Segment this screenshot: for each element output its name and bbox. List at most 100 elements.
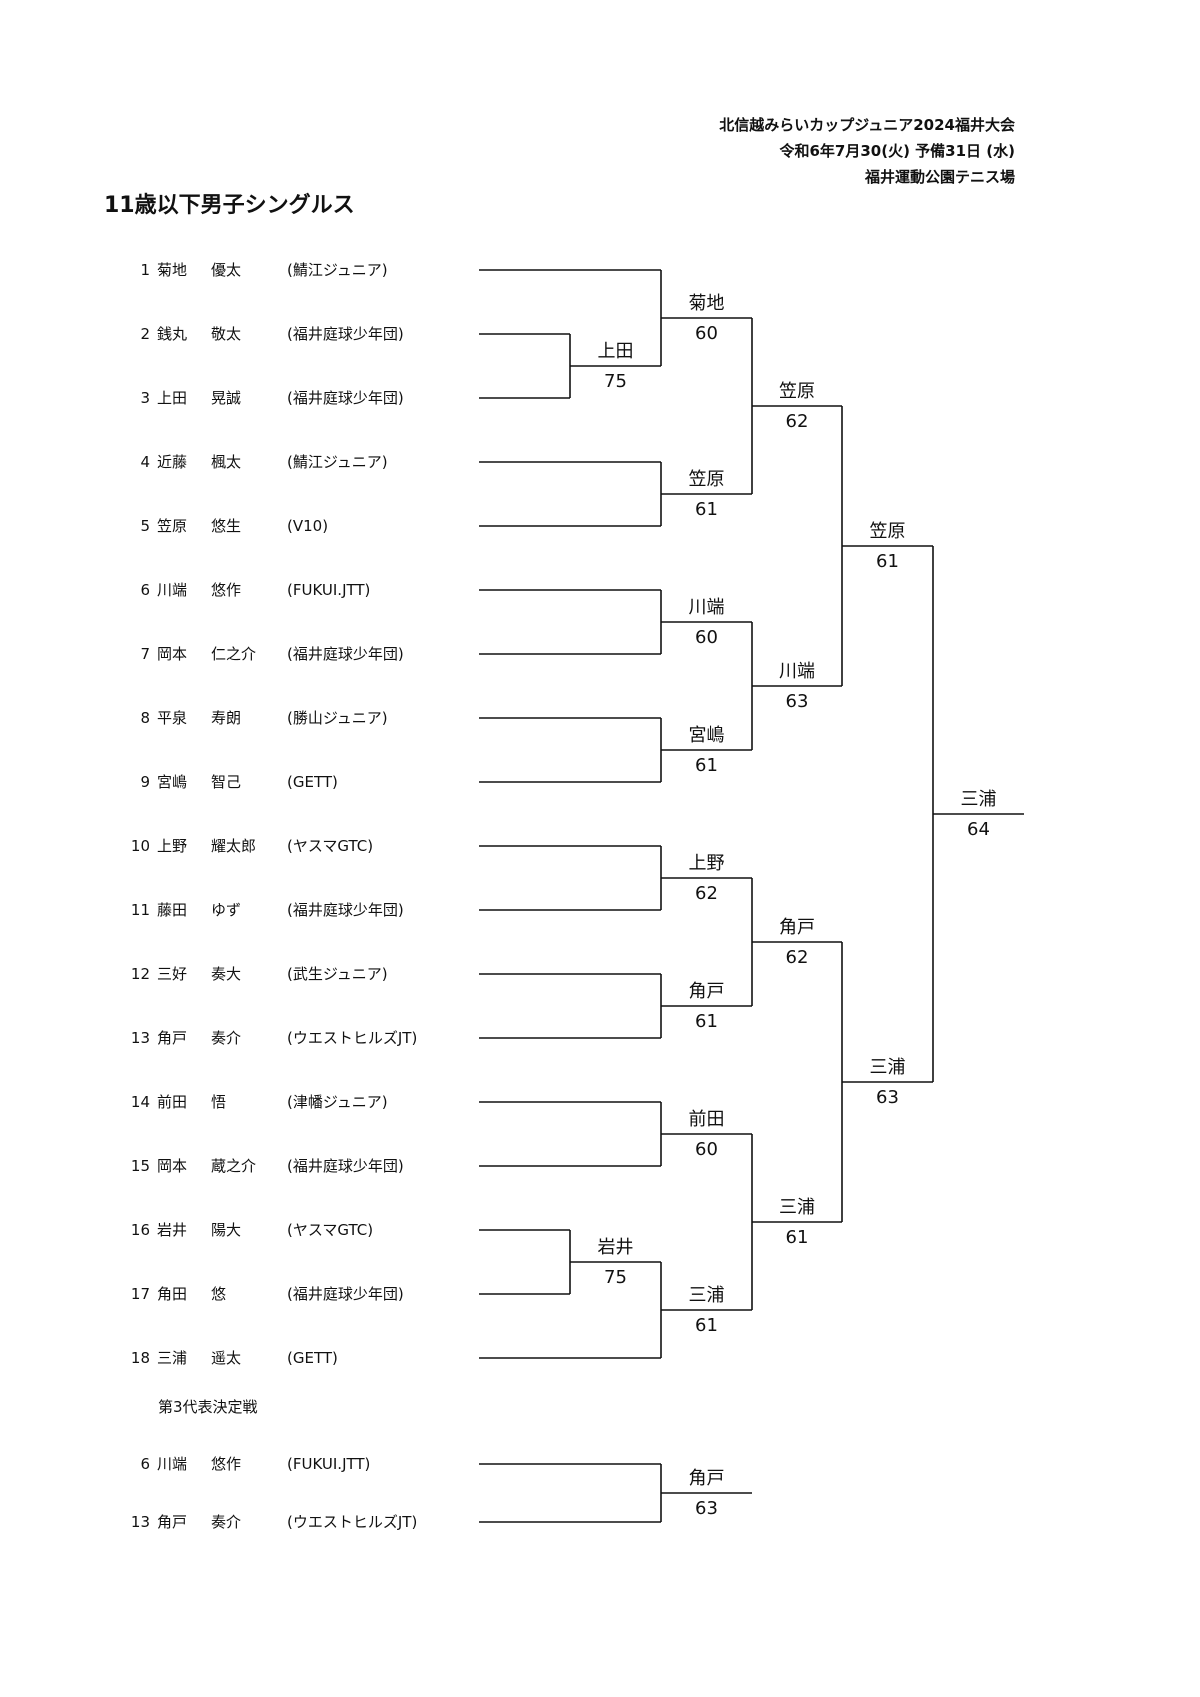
match-winner: 川端	[779, 661, 815, 682]
third-place-player-family: 川端	[157, 1455, 188, 1473]
player-club: (FUKUI.JTT)	[287, 581, 371, 599]
player-seed: 12	[130, 965, 150, 983]
match-winner: 菊地	[688, 293, 725, 314]
player-club: (ウエストヒルズJT)	[287, 1029, 418, 1047]
player-seed: 11	[130, 901, 150, 919]
match-winner: 三浦	[960, 789, 997, 810]
match-winner: 上野	[688, 853, 725, 874]
player-seed: 13	[130, 1029, 150, 1047]
player-family: 三好	[157, 965, 188, 983]
player-club: (V10)	[287, 517, 329, 535]
player-seed: 17	[130, 1285, 150, 1303]
player-club: (福井庭球少年団)	[287, 645, 404, 663]
player-family: 角戸	[157, 1029, 188, 1047]
player-given: 奏大	[211, 965, 242, 983]
match-score: 61	[785, 1227, 809, 1248]
player-club: (福井庭球少年団)	[287, 901, 404, 919]
player-given: ゆず	[211, 901, 242, 919]
match-score: 61	[695, 1315, 718, 1336]
player-club: (福井庭球少年団)	[287, 389, 404, 407]
player-given: 智己	[211, 773, 242, 791]
player-family: 藤田	[157, 901, 188, 919]
player-given: 悟	[211, 1093, 227, 1111]
player-given: 蔵之介	[211, 1157, 257, 1175]
player-seed: 14	[130, 1093, 150, 1111]
player-family: 川端	[157, 581, 188, 599]
third-place-player-given: 悠作	[211, 1455, 242, 1473]
third-place-player-family: 角戸	[157, 1513, 188, 1531]
player-seed: 9	[140, 773, 150, 791]
player-seed: 8	[140, 709, 150, 727]
player-given: 敬太	[211, 325, 242, 343]
match-winner: 笠原	[869, 521, 906, 542]
third-place-player-club: (ウエストヒルズJT)	[287, 1513, 418, 1531]
match-score: 75	[604, 1267, 627, 1288]
match-winner: 前田	[688, 1109, 725, 1130]
match-winner: 三浦	[688, 1285, 725, 1306]
player-seed: 16	[130, 1221, 150, 1239]
match-score: 60	[695, 323, 718, 344]
match-winner: 笠原	[779, 381, 815, 402]
match-score: 61	[695, 755, 718, 776]
player-family: 岡本	[157, 645, 188, 663]
match-winner: 角戸	[688, 981, 725, 1002]
player-seed: 2	[140, 325, 150, 343]
match-winner: 岩井	[597, 1237, 634, 1258]
match-score: 60	[695, 1139, 718, 1160]
player-family: 平泉	[157, 709, 188, 727]
third-place-player-given: 奏介	[211, 1513, 242, 1531]
player-family: 近藤	[157, 453, 188, 471]
player-family: 岩井	[157, 1221, 188, 1239]
player-seed: 18	[130, 1349, 150, 1367]
player-seed: 4	[140, 453, 150, 471]
player-club: (GETT)	[287, 773, 338, 791]
match-winner: 三浦	[869, 1057, 906, 1078]
match-score: 62	[785, 411, 809, 432]
player-seed: 7	[140, 645, 150, 663]
player-club: (ヤスマGTC)	[287, 1221, 374, 1239]
player-given: 悠生	[211, 517, 242, 535]
match-score: 62	[785, 947, 809, 968]
player-seed: 10	[130, 837, 150, 855]
player-club: (福井庭球少年団)	[287, 1157, 404, 1175]
match-score: 60	[695, 627, 718, 648]
player-family: 三浦	[157, 1349, 188, 1367]
player-club: (勝山ジュニア)	[287, 709, 388, 727]
player-family: 宮嶋	[157, 773, 188, 791]
player-seed: 5	[140, 517, 150, 535]
player-seed: 3	[140, 389, 150, 407]
match-score: 61	[695, 1011, 718, 1032]
player-given: 悠	[211, 1285, 227, 1303]
player-club: (ヤスマGTC)	[287, 837, 374, 855]
player-given: 楓太	[211, 453, 242, 471]
third-place-winner: 角戸	[688, 1468, 725, 1489]
player-given: 耀太郎	[211, 837, 257, 855]
match-score: 62	[695, 883, 718, 904]
player-family: 菊地	[157, 261, 188, 279]
match-score: 63	[876, 1087, 899, 1108]
match-winner: 角戸	[779, 917, 815, 938]
match-winner: 宮嶋	[688, 725, 725, 746]
player-seed: 15	[130, 1157, 150, 1175]
match-winner: 笠原	[688, 469, 725, 490]
match-winner: 三浦	[779, 1197, 815, 1218]
third-place-player-seed: 13	[130, 1513, 150, 1531]
tournament-dates: 令和6年7月30(火) 予備31日 (水)	[779, 142, 1016, 160]
player-family: 角田	[157, 1285, 188, 1303]
player-club: (鯖江ジュニア)	[287, 261, 388, 279]
event-title: 11歳以下男子シングルス	[104, 193, 355, 218]
player-family: 笠原	[157, 517, 188, 535]
player-given: 奏介	[211, 1029, 242, 1047]
third-place-label: 第3代表決定戦	[158, 1398, 258, 1416]
third-place-player-seed: 6	[140, 1455, 150, 1473]
player-club: (津幡ジュニア)	[287, 1093, 388, 1111]
third-place-score: 63	[695, 1498, 718, 1519]
match-score: 61	[695, 499, 718, 520]
match-score: 64	[967, 819, 990, 840]
player-seed: 1	[140, 261, 150, 279]
player-seed: 6	[140, 581, 150, 599]
tournament-venue: 福井運動公園テニス場	[864, 168, 1015, 186]
player-club: (福井庭球少年団)	[287, 325, 404, 343]
player-family: 上野	[157, 837, 188, 855]
match-score: 61	[876, 551, 899, 572]
